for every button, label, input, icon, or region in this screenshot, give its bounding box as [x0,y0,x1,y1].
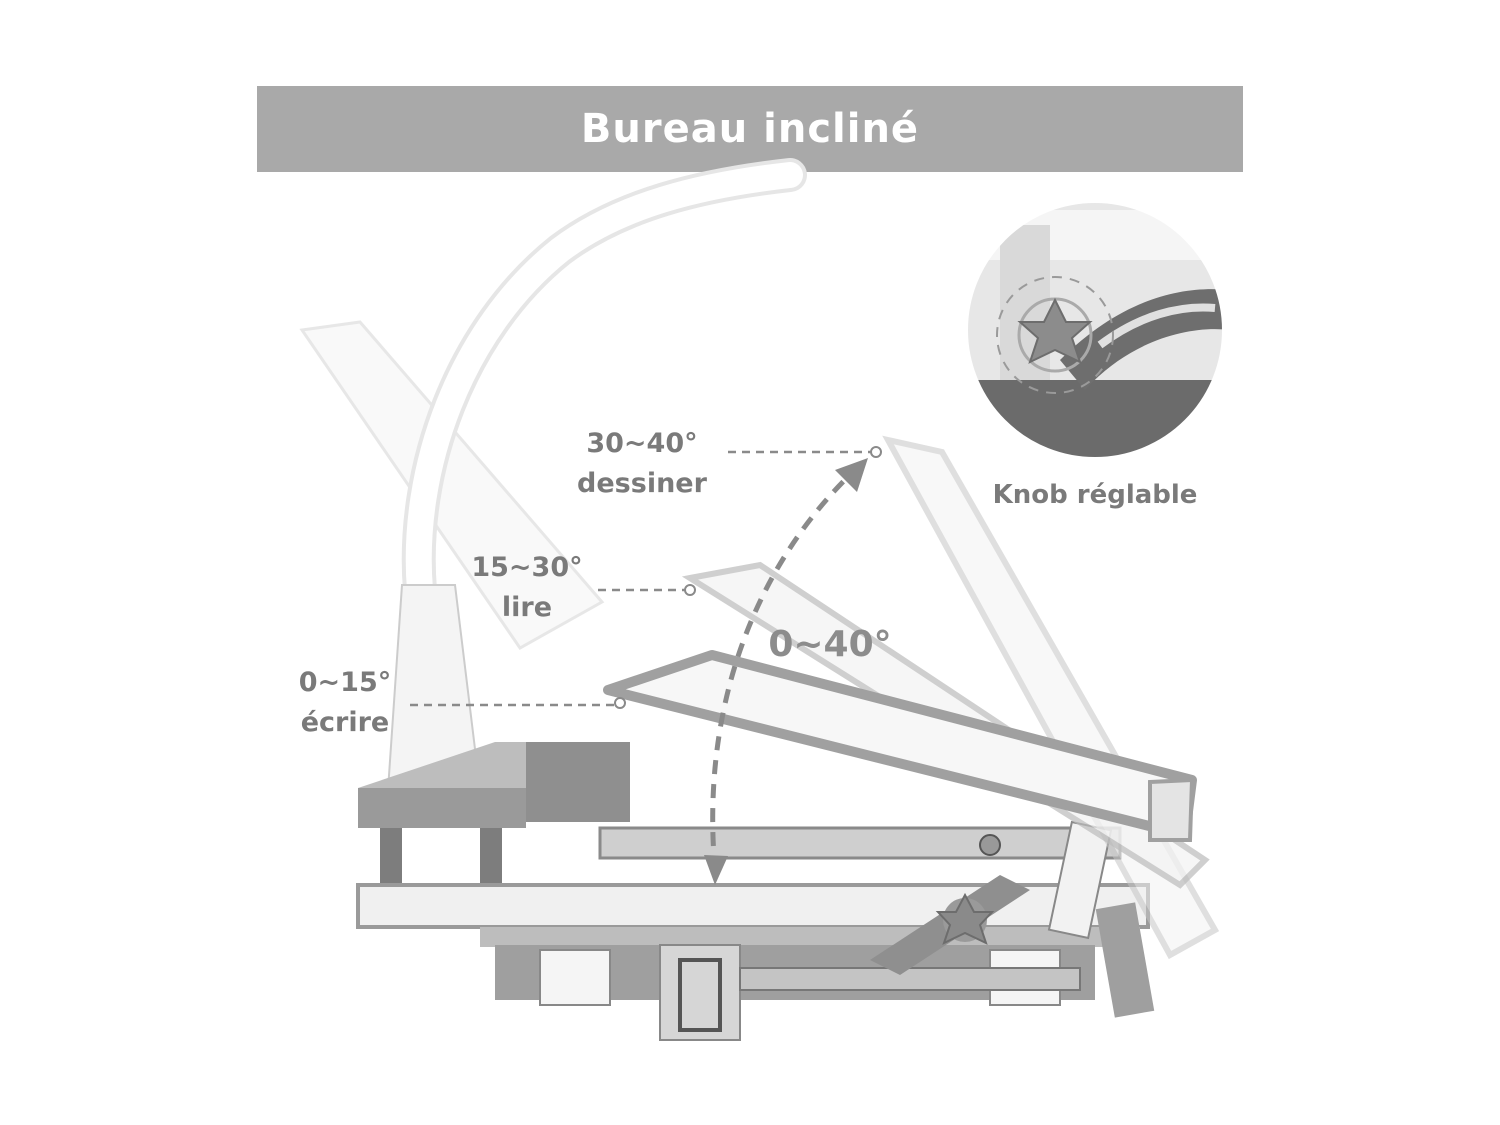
title-text: Bureau incliné [580,106,920,152]
knob-label: Knob réglable [992,480,1198,510]
angle-label-drawing: 30~40° dessiner [572,424,712,504]
tilt-arrow [704,458,868,885]
angle-label-reading: 15~30° lire [462,548,592,628]
angle-range-reading: 15~30° [471,552,583,583]
board-main [603,650,1197,842]
guide-dots [614,446,882,709]
angle-use-writing: écrire [300,707,390,738]
angle-range-drawing: 30~40° [586,428,698,459]
desk-lamp [386,158,807,791]
title-banner: Bureau incliné [257,86,1243,172]
frame-knob [870,875,1030,975]
pen-tray [358,742,630,888]
angle-label-writing: 0~15° écrire [290,663,400,743]
desk-frame [356,820,1155,1041]
guide-lines [410,450,872,707]
ghost-board-left [299,320,605,650]
total-range-label: 0~40° [768,624,892,665]
angle-use-drawing: dessiner [577,468,707,499]
knob-inset [966,201,1224,459]
angle-range-writing: 0~15° [298,667,392,698]
angle-use-reading: lire [501,592,553,623]
